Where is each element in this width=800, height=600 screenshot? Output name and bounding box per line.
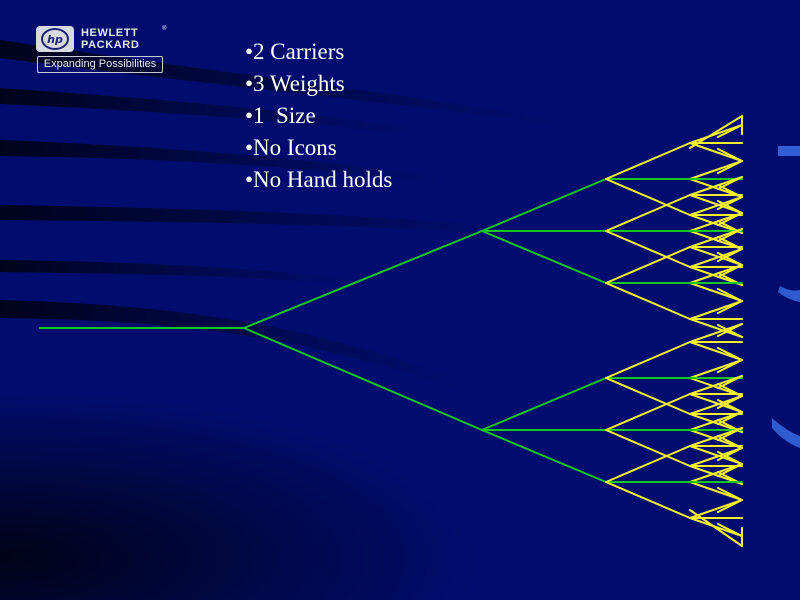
leaf-branch — [689, 160, 743, 180]
hp-logo-name-line1: HEWLETT — [81, 27, 139, 39]
hp-logo-name-line2: PACKARD — [81, 39, 140, 51]
leaf-tick — [717, 160, 743, 174]
leaf-tick — [717, 200, 743, 214]
leaf-tick — [717, 300, 743, 314]
leaf-branch — [689, 212, 743, 232]
leaf-tick — [717, 359, 743, 373]
leaf-branch — [689, 142, 743, 162]
leaf-branch — [605, 142, 691, 180]
leaf-tick — [717, 148, 743, 162]
carrier-branch — [243, 230, 483, 329]
leaf-branch — [689, 282, 743, 302]
leaf-tick — [717, 176, 743, 190]
bullet-no-hand-holds: •No Hand holds — [245, 167, 393, 192]
edge-accent-mark — [778, 146, 800, 156]
bullet-list: •2 Carriers •3 Weights •1 Size •No Icons… — [245, 36, 392, 196]
leaf-tick — [717, 399, 743, 413]
leaf-branch — [689, 228, 743, 248]
leaf-tick — [717, 252, 743, 266]
leaf-branch — [605, 282, 691, 320]
leaf-branch — [689, 194, 743, 214]
leaf-tick — [717, 411, 743, 425]
hp-logo-badge: hp — [36, 26, 74, 52]
leaf-tick — [717, 288, 743, 302]
bullet-no-icons: •No Icons — [245, 135, 337, 160]
leaf-branch — [605, 194, 691, 232]
leaf-branch — [689, 196, 743, 216]
leaf-branch — [605, 230, 691, 268]
weight-branch — [481, 429, 607, 483]
leaf-branch — [689, 359, 743, 379]
leaf-branch — [689, 246, 743, 266]
leaf-tick — [717, 124, 743, 138]
leaf-tick — [717, 212, 743, 226]
leaf-branch — [689, 341, 743, 361]
hp-logo-tagline: Expanding Possibilities — [37, 56, 163, 73]
leaf-branch — [605, 341, 691, 379]
leaf-tick — [717, 323, 743, 337]
leaf-branch — [689, 411, 743, 431]
leaf-branch — [689, 248, 743, 268]
leaf-branch — [689, 393, 743, 413]
leaf-branch — [689, 395, 743, 415]
leaf-tick — [717, 487, 743, 501]
leaf-tick — [717, 264, 743, 278]
leaf-branch — [689, 323, 743, 343]
leaf-branch — [689, 176, 743, 196]
leaf-branch — [689, 300, 743, 320]
leaf-tick — [717, 347, 743, 361]
leaf-branch — [689, 124, 743, 144]
leaf-branch — [605, 445, 691, 483]
leaf-branch — [689, 115, 743, 149]
leaf-tick — [717, 499, 743, 513]
leaf-branch — [605, 246, 691, 284]
leaf-branch — [689, 447, 743, 467]
bullet-size: •1 Size — [245, 103, 316, 128]
weight-branch — [481, 178, 607, 232]
leaf-branch — [689, 427, 743, 447]
leaf-branch — [689, 445, 743, 465]
weight-branch — [481, 230, 607, 284]
leaf-branch — [689, 318, 743, 338]
hp-logo-wordmark: HEWLETT PACKARD — [81, 27, 139, 51]
leaf-branch — [605, 393, 691, 431]
bullet-weights: •3 Weights — [245, 71, 345, 96]
leaf-branch — [605, 481, 691, 519]
hp-logo-trademark: ® — [162, 26, 167, 32]
edge-accent-mark — [772, 418, 800, 448]
leaf-tick — [717, 427, 743, 441]
bullet-carriers: •2 Carriers — [245, 39, 345, 64]
carrier-branch — [243, 327, 483, 431]
leaf-branch — [689, 264, 743, 284]
leaf-tick — [717, 451, 743, 465]
leaf-tick — [717, 463, 743, 477]
leaf-branch — [605, 178, 691, 216]
leaf-branch — [605, 429, 691, 467]
hp-logo-mark: hp — [41, 28, 69, 50]
leaf-branch — [689, 509, 743, 547]
leaf-branch — [689, 375, 743, 395]
leaf-branch — [605, 377, 691, 415]
leaf-tick — [717, 375, 743, 389]
leaf-branch — [689, 463, 743, 483]
weight-branch — [481, 377, 607, 431]
leaf-tick — [717, 228, 743, 242]
hp-logo: hp HEWLETT PACKARD ® Expanding Possibili… — [36, 26, 168, 74]
leaf-tick — [717, 523, 743, 537]
edge-accent-mark — [778, 286, 800, 302]
leaf-branch — [689, 481, 743, 501]
